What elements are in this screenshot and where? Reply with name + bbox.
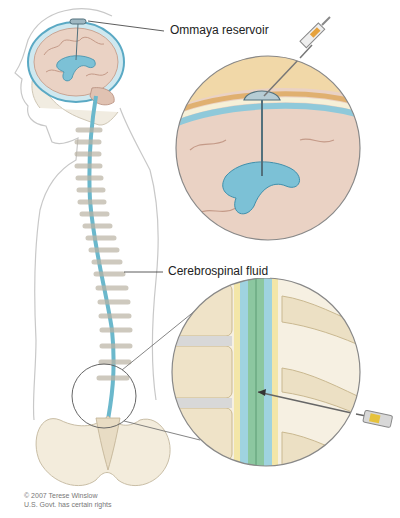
copyright-note: © 2007 Terese Winslow bbox=[22, 492, 100, 499]
copyright-note: U.S. Govt. has certain rights bbox=[22, 501, 114, 508]
part-label: Cerebrospinal fluid bbox=[166, 264, 270, 278]
inset-border bbox=[176, 56, 360, 240]
part-label: Ommaya reservoir bbox=[168, 23, 271, 37]
inset-border bbox=[172, 278, 360, 466]
leader-line bbox=[124, 272, 163, 273]
leader-line bbox=[88, 21, 164, 31]
vertebrae bbox=[77, 130, 130, 378]
brain-meninges bbox=[28, 22, 124, 102]
ommaya-reservoir bbox=[70, 19, 86, 24]
syringe bbox=[300, 17, 330, 58]
brain-inset bbox=[170, 50, 370, 250]
catheter bbox=[76, 24, 78, 60]
spine-inset bbox=[170, 276, 370, 476]
zoom-circle bbox=[72, 364, 136, 428]
spinal-needle bbox=[356, 410, 393, 428]
pelvis bbox=[36, 416, 170, 486]
brain bbox=[34, 28, 118, 96]
